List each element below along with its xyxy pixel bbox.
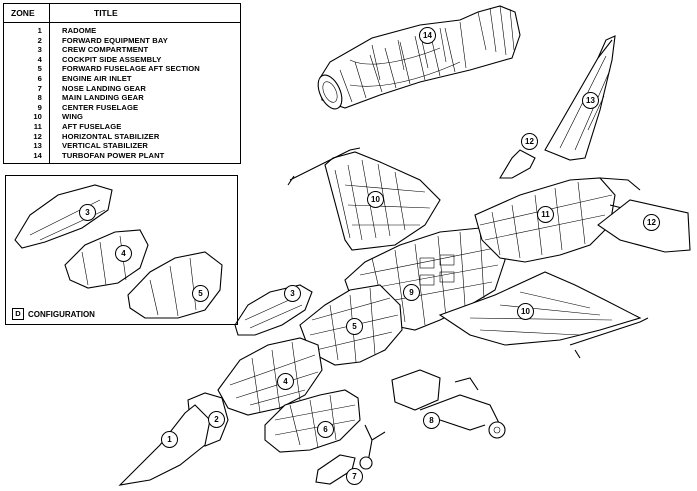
- configuration-inset: D CONFIGURATION: [5, 175, 238, 325]
- zone-title: FORWARD EQUIPMENT BAY: [62, 35, 168, 45]
- zone-number: 7: [37, 83, 42, 93]
- zone-rows: 1 RADOME 2 FORWARD EQUIPMENT BAY 3 CREW COM…: [4, 26, 240, 160]
- callout-config-forward-fuselage-aft-section: 5: [192, 285, 209, 302]
- column-divider: [49, 4, 50, 163]
- callout-nose-landing-gear: 7: [346, 468, 363, 485]
- callout-forward-equipment-bay: 2: [208, 411, 225, 428]
- callout-cockpit-side-assembly: 4: [277, 373, 294, 390]
- zone-row: 1 RADOME: [4, 26, 240, 36]
- zone-number: 10: [33, 112, 42, 122]
- left-wing-drawing: [287, 147, 441, 251]
- callout-wing-left: 10: [367, 191, 384, 208]
- zone-row: 6 ENGINE AIR INLET: [4, 74, 240, 84]
- title-column-header: TITLE: [94, 8, 118, 18]
- zone-title: ENGINE AIR INLET: [62, 73, 132, 83]
- vertical-stabilizer-drawing: [544, 35, 616, 161]
- zone-row: 5 FORWARD FUSELAGE AFT SECTION: [4, 64, 240, 74]
- zone-number: 4: [37, 54, 42, 64]
- configuration-caption: D CONFIGURATION: [12, 308, 95, 320]
- zone-number: 2: [37, 35, 42, 45]
- zone-title: MAIN LANDING GEAR: [62, 93, 144, 103]
- callout-crew-compartment: 3: [284, 285, 301, 302]
- zone-number: 1: [37, 26, 42, 35]
- callout-wing-right: 10: [517, 303, 534, 320]
- zone-row: 13 VERTICAL STABILIZER: [4, 141, 240, 151]
- zone-number: 3: [37, 45, 42, 55]
- callout-engine-air-inlet: 6: [317, 421, 334, 438]
- zone-row: 9 CENTER FUSELAGE: [4, 103, 240, 113]
- zone-row: 10 WING: [4, 112, 240, 122]
- zone-title: CREW COMPARTMENT: [62, 45, 149, 55]
- zone-title: COCKPIT SIDE ASSEMBLY: [62, 54, 162, 64]
- nose-landing-gear-drawing: [315, 424, 386, 485]
- zone-number: 13: [33, 141, 42, 151]
- zone-title: CENTER FUSELAGE: [62, 102, 139, 112]
- zone-number: 14: [33, 150, 42, 160]
- zone-number: 9: [37, 102, 42, 112]
- zone-table-header: ZONE TITLE: [4, 4, 240, 23]
- zone-title: NOSE LANDING GEAR: [62, 83, 146, 93]
- zone-table: ZONE TITLE 1 RADOME 2 FORWARD EQUIPMENT BA…: [3, 3, 241, 164]
- right-wing-drawing: [438, 271, 649, 359]
- zone-number: 6: [37, 73, 42, 83]
- callout-horizontal-stabilizer-upper: 12: [521, 133, 538, 150]
- zone-number: 8: [37, 93, 42, 103]
- zone-title: RADOME: [62, 26, 97, 35]
- zone-number: 5: [37, 64, 42, 74]
- callout-config-cockpit-side-assembly: 4: [115, 245, 132, 262]
- zone-row: 3 CREW COMPARTMENT: [4, 45, 240, 55]
- stabilizer-fairing-drawing: [499, 149, 536, 179]
- zone-title: WING: [62, 112, 84, 122]
- turbofan-engine-drawing: [317, 5, 521, 110]
- engine-air-inlet-drawing: [264, 389, 361, 453]
- zone-row: 2 FORWARD EQUIPMENT BAY: [4, 36, 240, 46]
- callout-vertical-stabilizer: 13: [582, 92, 599, 109]
- zone-row: 4 COCKPIT SIDE ASSEMBLY: [4, 55, 240, 65]
- zone-row: 7 NOSE LANDING GEAR: [4, 84, 240, 94]
- zone-title: HORIZONTAL STABILIZER: [62, 131, 160, 141]
- callout-turbofan-power-plant: 14: [419, 27, 436, 44]
- callout-aft-fuselage: 11: [537, 206, 554, 223]
- callout-config-crew-compartment: 3: [79, 204, 96, 221]
- callout-radome: 1: [161, 431, 178, 448]
- configuration-letter: D: [12, 308, 24, 320]
- callout-main-landing-gear: 8: [423, 412, 440, 429]
- zone-title: TURBOFAN POWER PLANT: [62, 150, 165, 160]
- zone-row: 12 HORIZONTAL STABILIZER: [4, 132, 240, 142]
- zone-row: 11 AFT FUSELAGE: [4, 122, 240, 132]
- zone-number: 11: [33, 121, 42, 131]
- zone-number: 12: [33, 131, 42, 141]
- zone-title: VERTICAL STABILIZER: [62, 141, 148, 151]
- zone-title: FORWARD FUSELAGE AFT SECTION: [62, 64, 200, 74]
- zone-row: 8 MAIN LANDING GEAR: [4, 93, 240, 103]
- zone-title: AFT FUSELAGE: [62, 121, 122, 131]
- configuration-label: CONFIGURATION: [28, 309, 95, 319]
- zone-row: 14 TURBOFAN POWER PLANT: [4, 151, 240, 161]
- callout-forward-fuselage-aft-section: 5: [346, 318, 363, 335]
- callout-center-fuselage: 9: [403, 284, 420, 301]
- zone-column-header: ZONE: [11, 8, 35, 18]
- main-landing-gear-drawing: [391, 369, 506, 439]
- callout-horizontal-stabilizer-right: 12: [643, 214, 660, 231]
